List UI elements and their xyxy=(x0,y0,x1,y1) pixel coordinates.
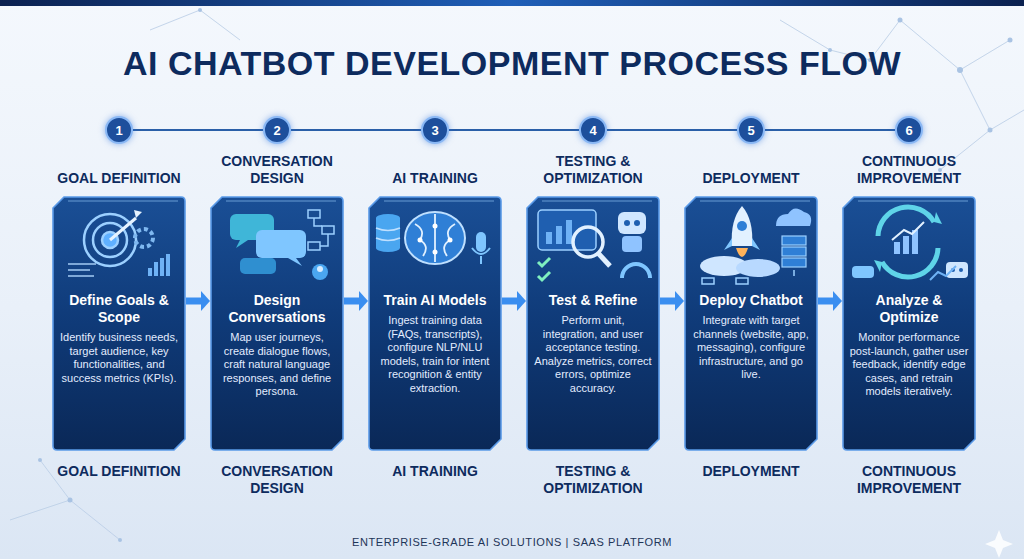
card-border xyxy=(685,197,817,450)
chevron-arrow xyxy=(502,291,526,311)
card-content: Test & RefinePerform unit, integration, … xyxy=(526,196,660,405)
timeline-line xyxy=(291,130,421,131)
card-content: Train AI ModelsIngest training data (FAQ… xyxy=(368,196,502,405)
step-icon xyxy=(526,196,660,288)
card-highlight xyxy=(542,201,652,202)
card-border xyxy=(843,197,975,450)
card-body: Identify business needs, target audience… xyxy=(59,331,179,385)
step-number: 1 xyxy=(115,123,122,138)
card-border xyxy=(369,197,501,450)
connector-shaft xyxy=(502,298,517,305)
process-card: AI TRAININGTrain AI ModelsIngest trainin… xyxy=(368,196,502,451)
network-dots xyxy=(38,8,1013,542)
step-icon xyxy=(842,196,976,288)
connector-shaft xyxy=(291,129,421,131)
step-number: 2 xyxy=(273,123,280,138)
chevron-arrow xyxy=(186,291,210,311)
arrow-head xyxy=(833,291,842,311)
card-border xyxy=(53,197,185,450)
card-border xyxy=(527,197,659,450)
card-title: Define Goals & Scope xyxy=(59,292,179,326)
card-highlight xyxy=(858,201,968,202)
card-content: Define Goals & ScopeIdentify business ne… xyxy=(52,196,186,395)
step-heading: DEPLOYMENT xyxy=(676,170,826,187)
timeline-line xyxy=(765,130,895,131)
step-number-circle: 2 xyxy=(263,116,291,144)
step-heading: CONTINUOUS IMPROVEMENT xyxy=(834,153,984,187)
step-number: 3 xyxy=(431,123,438,138)
connector-shaft xyxy=(449,129,579,131)
connector-shaft xyxy=(186,298,201,305)
card-highlight xyxy=(384,201,494,202)
process-card: GOAL DEFINITIONDefine Goals & ScopeIdent… xyxy=(52,196,186,451)
arrow-head xyxy=(675,291,684,311)
card-content: Deploy ChatbotIntegrate with target chan… xyxy=(684,196,818,392)
connector-shaft xyxy=(133,129,263,131)
step-label: AI TRAINING xyxy=(358,463,512,480)
step-label: DEPLOYMENT xyxy=(674,463,828,480)
step-heading: TESTING & OPTIMIZATION xyxy=(518,153,668,187)
step-label: CONVERSATION DESIGN xyxy=(200,463,354,497)
timeline-line xyxy=(449,130,579,131)
process-card: CONVERSATION DESIGNDesign ConversationsM… xyxy=(210,196,344,451)
step-number-circle: 6 xyxy=(895,116,923,144)
process-card: DEPLOYMENTDeploy ChatbotIntegrate with t… xyxy=(684,196,818,451)
chevron-arrow xyxy=(660,291,684,311)
card-highlight xyxy=(68,201,178,202)
step-heading: CONVERSATION DESIGN xyxy=(202,153,352,187)
timeline-line xyxy=(607,130,737,131)
arrow-head xyxy=(201,291,210,311)
timeline-line xyxy=(133,130,263,131)
process-card: TESTING & OPTIMIZATIONTest & RefinePerfo… xyxy=(526,196,660,451)
step-icon xyxy=(52,196,186,288)
step-label: TESTING & OPTIMIZATION xyxy=(516,463,670,497)
step-number: 6 xyxy=(905,123,912,138)
footer-note: ENTERPRISE-GRADE AI SOLUTIONS | SAAS PLA… xyxy=(0,536,1024,548)
step-number: 4 xyxy=(589,123,596,138)
connector-shaft xyxy=(660,298,675,305)
card-body: Map user journeys, create dialogue flows… xyxy=(217,331,337,399)
step-label: GOAL DEFINITION xyxy=(42,463,196,480)
connector-shaft xyxy=(765,129,895,131)
sparkle-mark xyxy=(985,530,1013,558)
step-icon xyxy=(368,196,502,288)
chevron-arrow xyxy=(818,291,842,311)
card-body: Integrate with target channels (website,… xyxy=(691,314,811,382)
step-number-circle: 5 xyxy=(737,116,765,144)
card-title: Deploy Chatbot xyxy=(691,292,811,309)
card-body: Perform unit, integration, and user acce… xyxy=(533,314,653,395)
step-heading: AI TRAINING xyxy=(360,170,510,187)
card-title: Design Conversations xyxy=(217,292,337,326)
top-bar xyxy=(0,0,1024,6)
process-card: CONTINUOUS IMPROVEMENTAnalyze & Optimize… xyxy=(842,196,976,451)
step-number-circle: 3 xyxy=(421,116,449,144)
card-title: Test & Refine xyxy=(533,292,653,309)
card-content: Analyze & OptimizeMonitor performance po… xyxy=(842,196,976,409)
step-number: 5 xyxy=(747,123,754,138)
step-label: CONTINUOUS IMPROVEMENT xyxy=(832,463,986,497)
card-title: Analyze & Optimize xyxy=(849,292,969,326)
step-number-circle: 1 xyxy=(105,116,133,144)
card-highlight xyxy=(700,201,810,202)
chevron-arrow xyxy=(344,291,368,311)
connector-shaft xyxy=(818,298,833,305)
connector-shaft xyxy=(607,129,737,131)
card-body: Monitor performance post-launch, gather … xyxy=(849,331,969,399)
connector-shaft xyxy=(344,298,359,305)
card-title: Train AI Models xyxy=(375,292,495,309)
step-icon xyxy=(210,196,344,288)
step-number-circle: 4 xyxy=(579,116,607,144)
card-border xyxy=(211,197,343,450)
network-lines xyxy=(10,10,1024,540)
card-content: Design ConversationsMap user journeys, c… xyxy=(210,196,344,409)
step-icon xyxy=(684,196,818,288)
step-heading: GOAL DEFINITION xyxy=(44,170,194,187)
arrow-head xyxy=(359,291,368,311)
arrow-head xyxy=(517,291,526,311)
diagram-title: AI CHATBOT DEVELOPMENT PROCESS FLOW xyxy=(0,44,1024,83)
card-highlight xyxy=(226,201,336,202)
card-body: Ingest training data (FAQs, transcripts)… xyxy=(375,314,495,395)
